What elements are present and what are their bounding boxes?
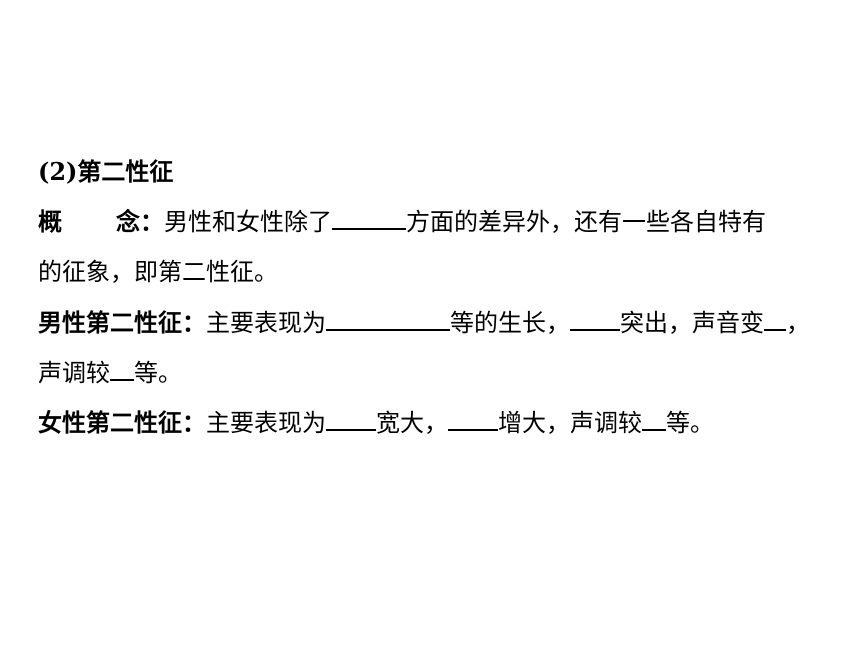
male-label: 男性第二性征： [38,308,206,337]
female-text-4: 等。 [666,409,714,437]
blank-male-3[interactable] [764,309,786,331]
male-line-1: 男性第二性征：主要表现为 等的生长， 突出，声音变 ， [38,307,810,339]
male-text-3: 突出，声音变 [620,309,764,337]
concept-text-1: 男性和女性除了 [164,208,332,236]
concept-label-a: 概 [38,207,62,236]
male-text-6: 等。 [134,359,182,387]
female-label: 女性第二性征： [38,408,206,437]
blank-female-3[interactable] [642,409,666,431]
concept-line-2: 的征象，即第二性征。 [38,258,278,286]
female-text-2: 宽大， [376,409,448,437]
female-line: 女性第二性征：主要表现为 宽大， 增大，声调较等。 [38,407,714,439]
concept-text-2: 方面的差异外，还有一些各自特有 [406,208,766,236]
section-title: (2)第二性征 [38,157,174,186]
male-text-5: 声调较 [38,359,110,387]
blank-male-2[interactable] [570,309,620,331]
female-text-1: 主要表现为 [206,409,326,437]
blank-female-1[interactable] [326,409,376,431]
male-line-2: 声调较等。 [38,357,182,389]
blank-male-1[interactable] [326,309,450,331]
male-text-4: ， [786,309,810,337]
blank-female-2[interactable] [448,409,498,431]
blank-concept[interactable] [332,208,406,230]
concept-label-b: 念： [116,207,164,236]
female-text-3: 增大，声调较 [498,409,642,437]
blank-male-4[interactable] [110,359,134,381]
male-text-1: 主要表现为 [206,309,326,337]
concept-line-1: 概 念：男性和女性除了 方面的差异外，还有一些各自特有 [38,206,766,238]
male-text-2: 等的生长， [450,309,570,337]
